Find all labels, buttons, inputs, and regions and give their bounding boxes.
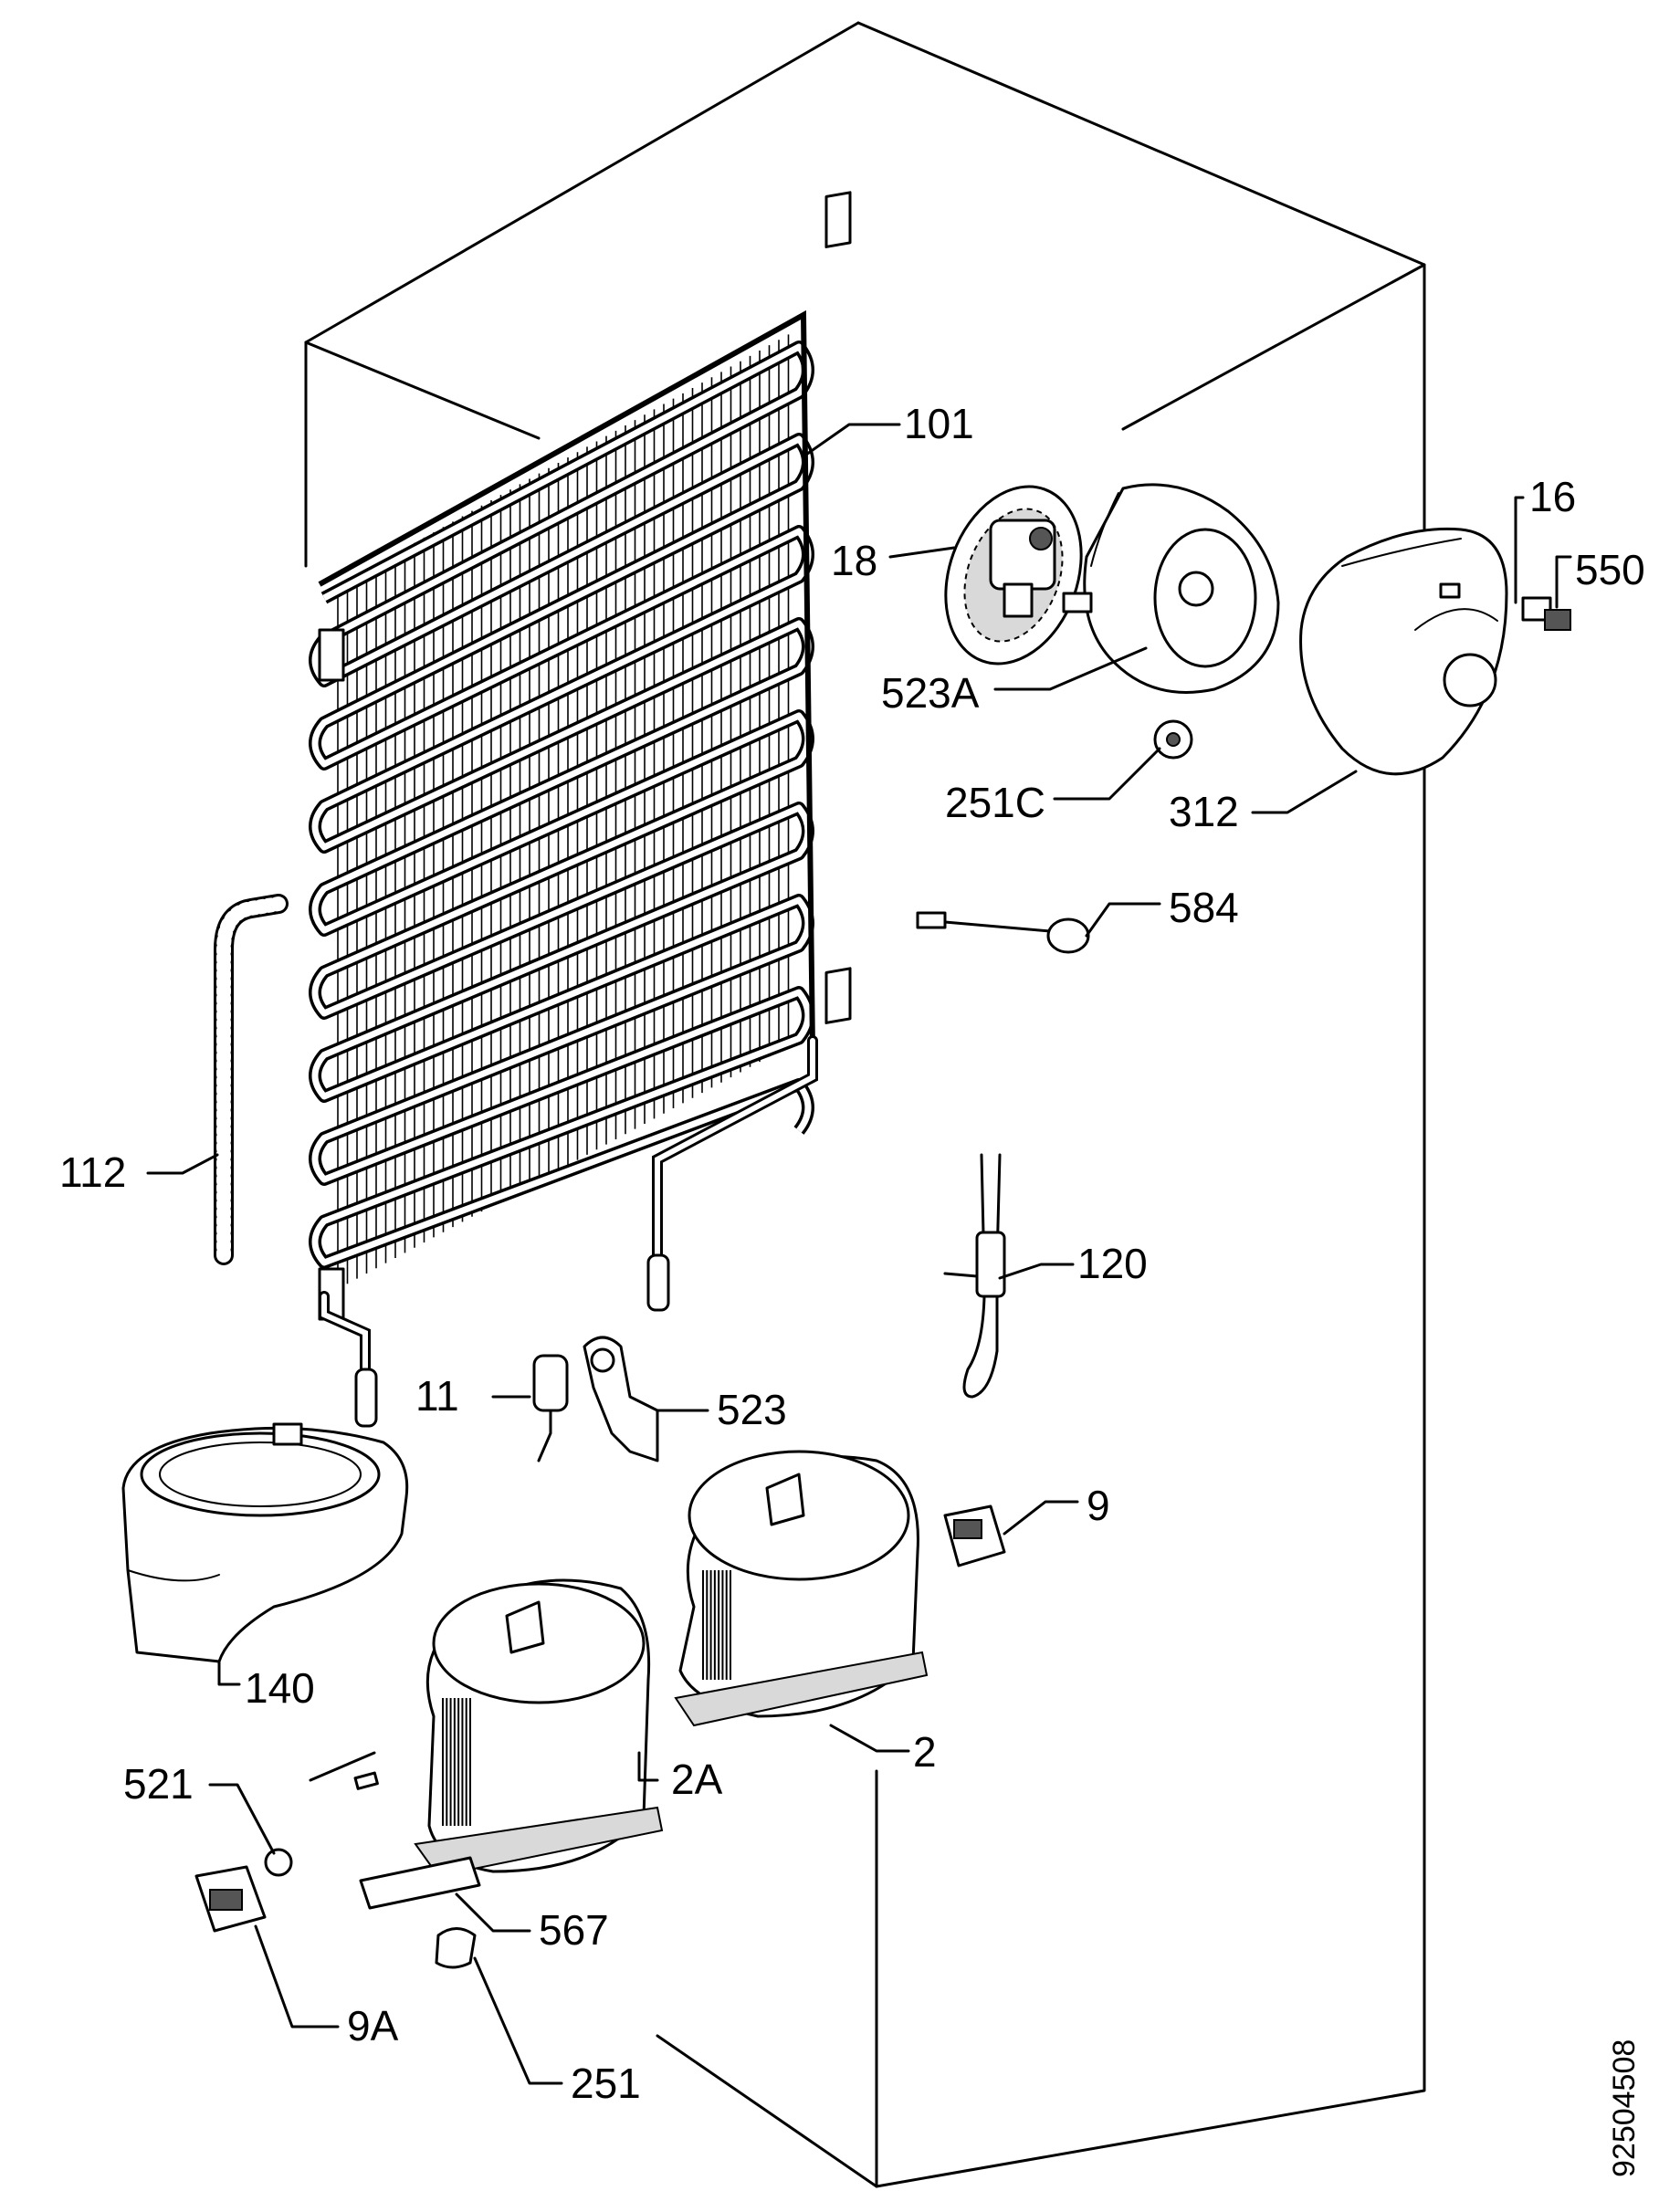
callout-251: 251 [571,2060,641,2107]
callout-550: 550 [1575,546,1645,593]
small-clips [1521,596,1571,631]
callout-112: 112 [59,1148,126,1196]
sensor-584 [916,911,1090,954]
fan-cover [1299,527,1508,776]
callout-9: 9 [1087,1482,1110,1529]
condenser-coil [309,191,852,1428]
drip-tray [121,1422,409,1663]
callout-523a: 523A [881,669,980,717]
drawing-number: 92504508 [1607,2039,1642,2177]
cabinet-outline [304,21,1426,2188]
callout-251c: 251C [945,779,1045,826]
callout-11: 11 [415,1372,459,1420]
callout-101: 101 [904,400,974,447]
fan-motor [944,485,1083,666]
callout-9a: 9A [347,2002,399,2049]
relay-box-9 [943,1504,1006,1567]
small-parts-bottom [194,1848,481,1969]
drain-hose [214,894,289,1265]
callout-18: 18 [831,537,877,584]
callout-521: 521 [123,1760,194,1808]
callout-567: 567 [539,1906,609,1954]
callout-2a: 2A [671,1756,723,1803]
callout-523: 523 [717,1386,787,1433]
compressor-2 [674,1450,929,1727]
callout-140: 140 [245,1664,315,1712]
relay-and-bracket [532,1336,659,1462]
callout-312: 312 [1169,788,1239,835]
fan-blade [1153,719,1193,760]
callout-16: 16 [1529,473,1576,520]
leader-lines [146,423,1572,2085]
callout-2: 2 [913,1728,937,1776]
heater-120 [943,1153,1006,1399]
callout-120: 120 [1077,1240,1148,1287]
callout-584: 584 [1169,884,1239,931]
callout-labels: 101 18 16 550 523A 251C 312 584 112 120 … [59,400,1645,2107]
compressor-2a [309,1578,664,1878]
fan-housing [1062,483,1280,694]
